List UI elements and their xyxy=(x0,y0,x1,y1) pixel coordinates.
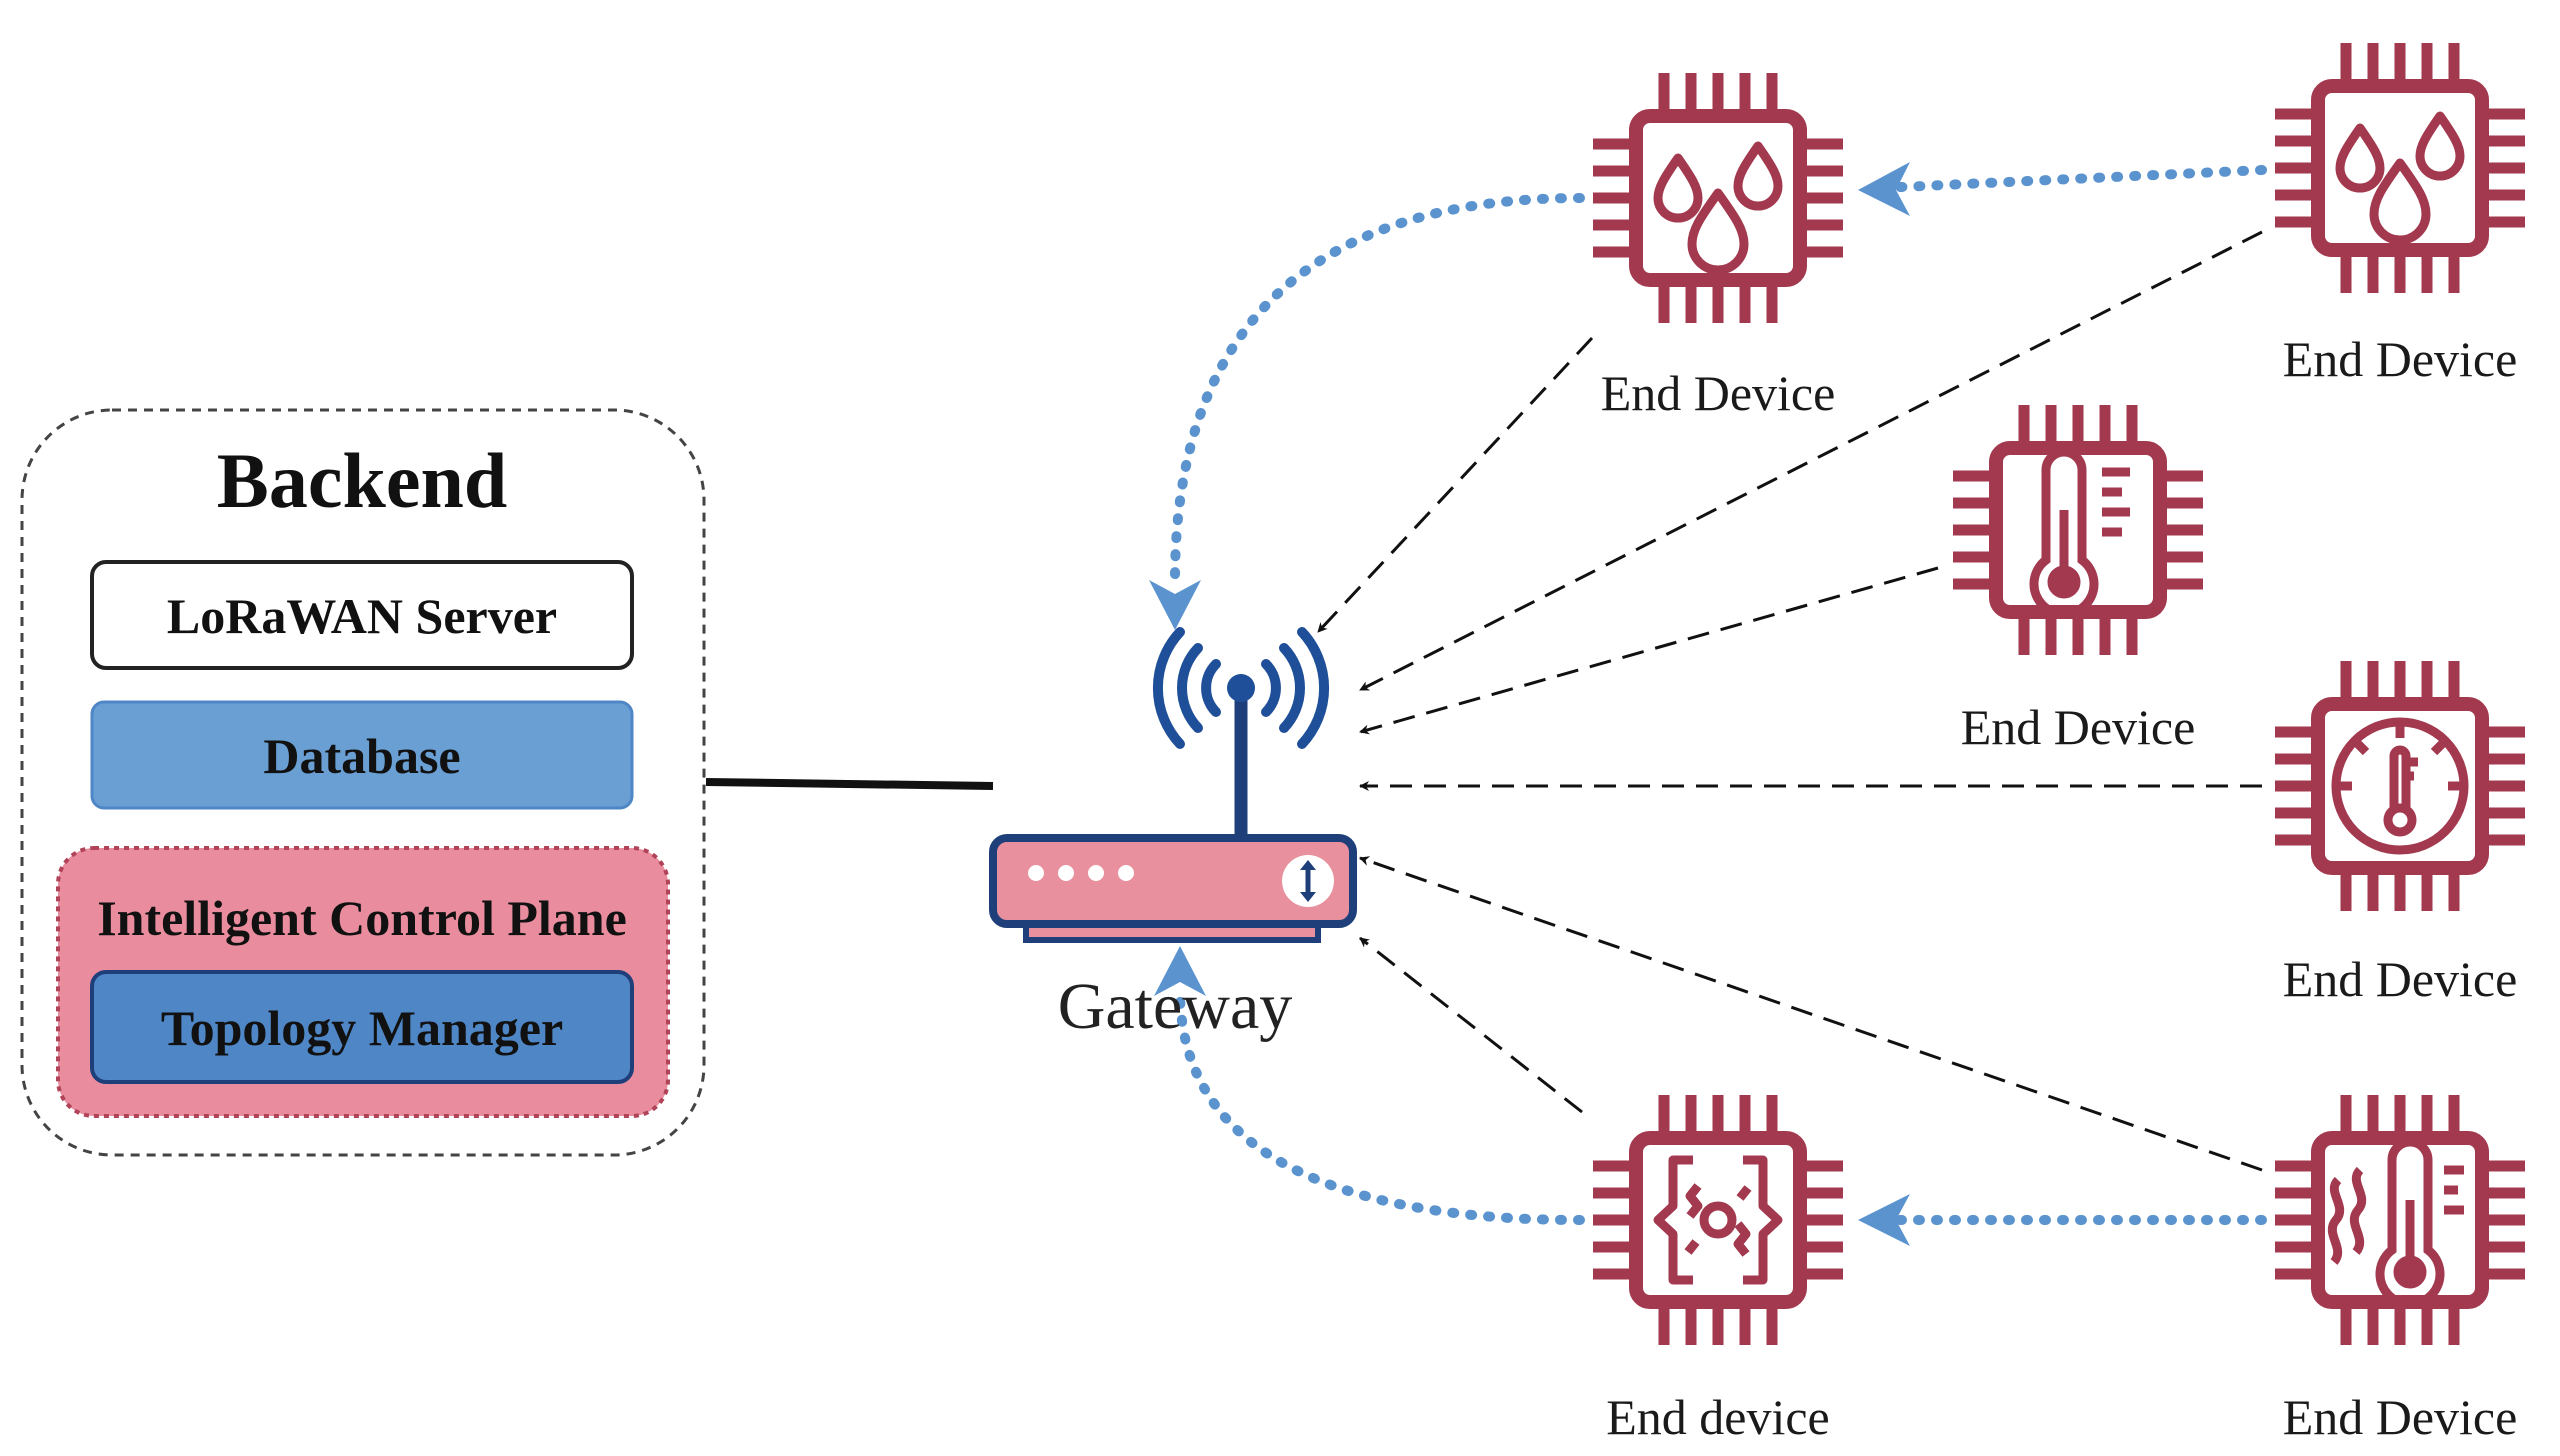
topology-manager-label: Topology Manager xyxy=(161,1000,563,1056)
database-label: Database xyxy=(263,728,460,784)
device-heat-bottom-right xyxy=(2275,1095,2525,1345)
lorawan-server-label: LoRaWAN Server xyxy=(167,588,557,644)
arrowhead-top-row xyxy=(1858,162,1910,216)
device-label-thermometer-middle: End Device xyxy=(1961,699,2196,755)
relay-links xyxy=(1170,165,2267,1225)
device-humidity-top xyxy=(1593,73,1843,323)
gateway-label: Gateway xyxy=(1058,970,1293,1043)
relay-top-to-gateway xyxy=(1170,193,1585,585)
backhaul-link xyxy=(705,778,994,790)
device-thermometer-middle xyxy=(1953,405,2203,655)
device-humidity-top-right xyxy=(2275,43,2525,293)
device-label-humidity-top: End Device xyxy=(1601,365,1836,421)
arrowhead-gateway-top xyxy=(1149,580,1201,630)
backend-container xyxy=(20,408,706,1157)
topology-manager-box xyxy=(90,970,634,1084)
backend-title: Backend xyxy=(217,437,507,524)
device-vibration-bottom xyxy=(1593,1095,1843,1345)
device-gauge-right xyxy=(2275,661,2525,911)
gateway xyxy=(989,627,1357,943)
relay-vibration-to-gateway xyxy=(1175,985,1585,1225)
arrowhead-bottom-row xyxy=(1858,1194,1910,1246)
database-box xyxy=(90,700,634,810)
relay-top-right-to-top xyxy=(1875,165,2267,193)
device-label-vibration-bottom: End device xyxy=(1606,1389,1830,1445)
arrowhead-gateway-bottom xyxy=(1154,946,1206,996)
antenna-icon xyxy=(1152,627,1330,840)
lorawan-server-box xyxy=(90,560,634,670)
device-label-heat-bottom-right: End Device xyxy=(2283,1389,2518,1445)
backend-group: Backend LoRaWAN Server Database Intellig… xyxy=(20,408,706,1157)
link-top-device xyxy=(1316,336,1594,634)
direct-links xyxy=(1316,230,2263,1172)
control-plane-label: Intelligent Control Plane xyxy=(97,890,627,946)
device-label-humidity-top-right: End Device xyxy=(2283,331,2518,387)
link-thermometer-device xyxy=(1359,566,1939,735)
link-heat-device xyxy=(1359,856,2263,1172)
link-vibration-device xyxy=(1359,936,1583,1114)
device-label-gauge-right: End Device xyxy=(2283,951,2518,1007)
relay-arrowheads xyxy=(1149,162,1910,1246)
router-icon xyxy=(989,834,1357,943)
